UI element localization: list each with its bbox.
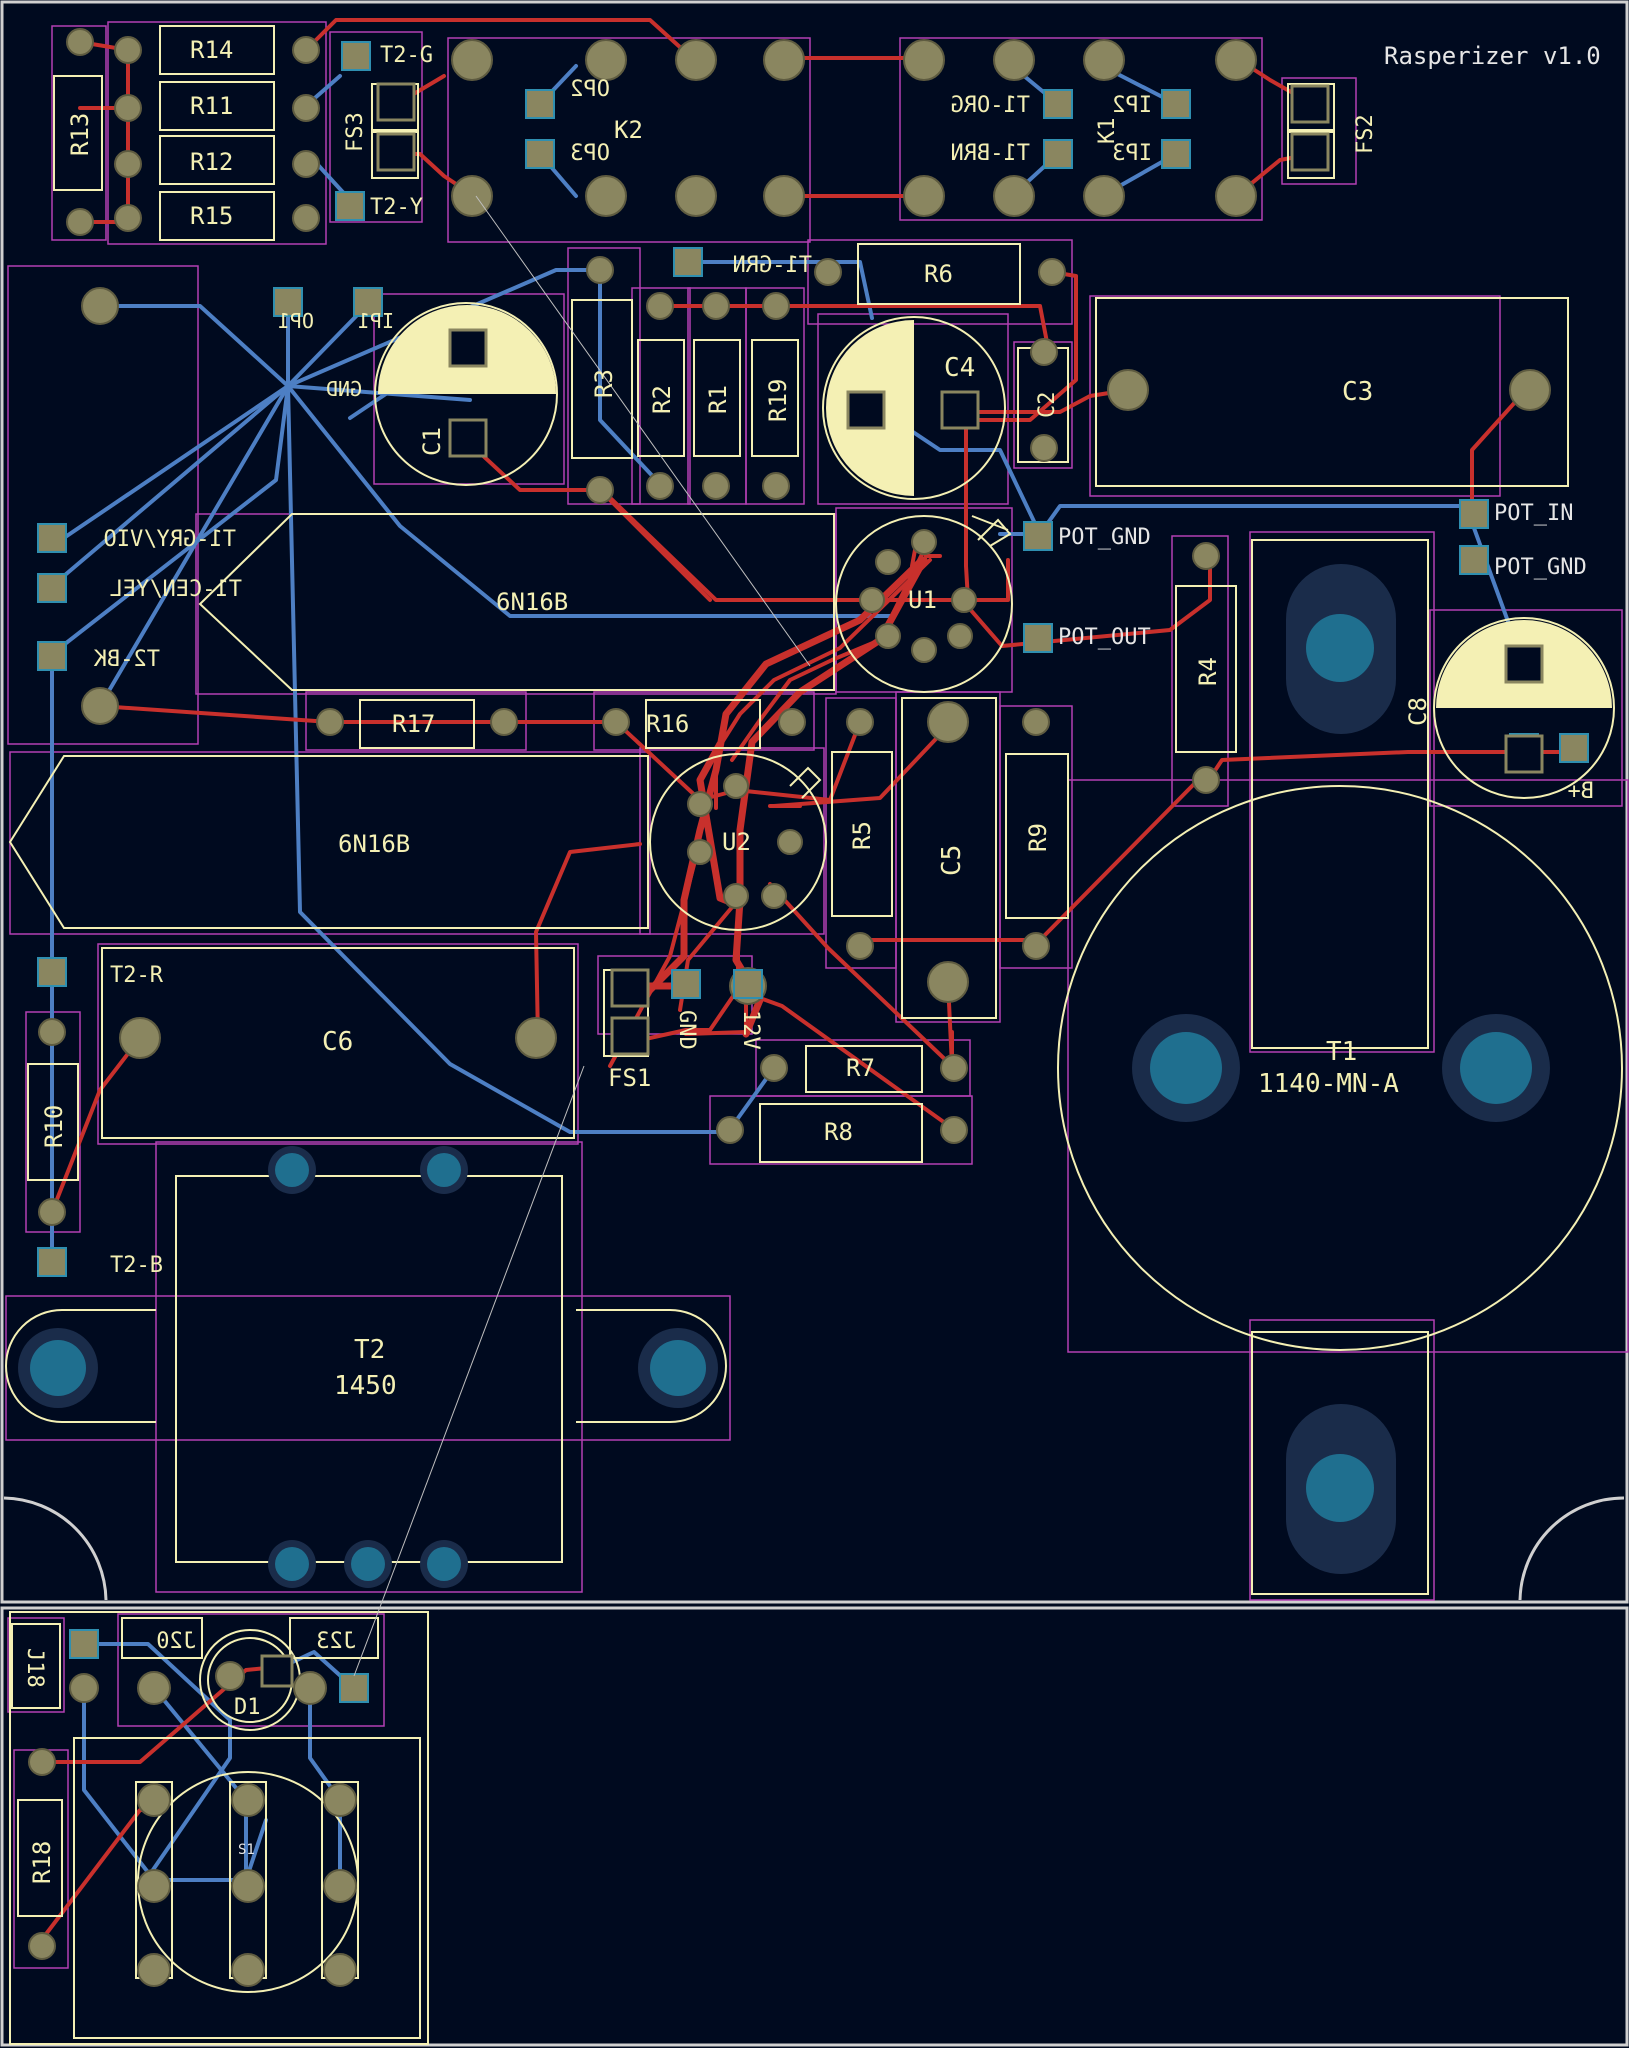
ref-IP1: IP1 xyxy=(358,309,394,333)
ref-C3: C3 xyxy=(1342,377,1373,407)
ref-R19: R19 xyxy=(764,379,792,422)
ref-R4: R4 xyxy=(1194,657,1222,686)
ratsnest xyxy=(353,195,811,1677)
ref-R15: R15 xyxy=(190,202,233,230)
ref-BPLUS: B+ xyxy=(1568,779,1595,804)
ref-T1GRN: T1-GRN xyxy=(733,253,812,278)
ref-T2BK: T2-BK xyxy=(93,647,160,672)
mounting-holes xyxy=(18,564,1550,1588)
ref-IP2: IP2 xyxy=(1112,93,1152,118)
ref-K1: K1 xyxy=(1095,118,1120,145)
ref-OP2: OP2 xyxy=(570,77,610,102)
ref-T1ORG: T1-ORG xyxy=(951,93,1030,118)
ref-C2: C2 xyxy=(1035,392,1060,419)
ref-R10: R10 xyxy=(40,1105,68,1148)
ref-IP3: IP3 xyxy=(1112,141,1152,166)
ref-R12: R12 xyxy=(190,148,233,176)
labels: Rasperizer v1.0 R14 R11 R12 R15 R13 T2-G… xyxy=(22,36,1601,1884)
ref-R7: R7 xyxy=(846,1054,875,1082)
ref-GNDV: GND xyxy=(674,1010,699,1050)
ref-T1: T1 xyxy=(1326,1037,1357,1067)
ref-FS3: FS3 xyxy=(343,112,368,152)
ref-FS2: FS2 xyxy=(1353,114,1378,154)
board-title: Rasperizer v1.0 xyxy=(1384,42,1601,70)
marked-pads xyxy=(260,82,1544,1688)
ref-C6: C6 xyxy=(322,1027,353,1057)
ref-R18: R18 xyxy=(28,1841,56,1884)
ref-J20: J20 xyxy=(156,1629,196,1654)
ref-R3: R3 xyxy=(590,369,618,398)
ref-T2R: T2-R xyxy=(110,963,164,988)
ref-U1: U1 xyxy=(908,586,937,614)
ref-R14: R14 xyxy=(190,36,233,64)
ref-R11: R11 xyxy=(190,92,233,120)
ref-OP3: OP3 xyxy=(570,141,610,166)
ref-C8: C8 xyxy=(1404,697,1432,726)
ref-T1GRY: T1-GRY/VIO xyxy=(104,527,236,552)
ref-R16: R16 xyxy=(646,710,689,738)
ref-T1PART: 1140-MN-A xyxy=(1258,1069,1399,1099)
ref-J23: J23 xyxy=(316,1629,356,1654)
ref-R9: R9 xyxy=(1024,823,1052,852)
ref-U2: U2 xyxy=(722,828,751,856)
ref-POT_IN: POT_IN xyxy=(1494,501,1573,526)
ref-C4: C4 xyxy=(944,353,975,383)
ref-T2PART: 1450 xyxy=(334,1371,397,1401)
ref-OP1: OP1 xyxy=(278,309,314,333)
ref-R1: R1 xyxy=(704,385,732,414)
ref-T2Y: T2-Y xyxy=(370,195,423,220)
ref-J18: J18 xyxy=(22,1648,47,1688)
ref-POT_GND1: POT_GND xyxy=(1058,525,1151,550)
ref-FS1: FS1 xyxy=(608,1064,651,1092)
ref-POT_OUT: POT_OUT xyxy=(1058,625,1151,650)
ref-POT_GND2: POT_GND xyxy=(1494,555,1587,580)
ref-C5: C5 xyxy=(937,845,967,876)
round-pads xyxy=(28,28,1551,1987)
ref-T2B: T2-B xyxy=(110,1253,163,1278)
ref-R6: R6 xyxy=(924,260,953,288)
ref-V12: 12V xyxy=(738,1010,763,1050)
top-copper-traces xyxy=(38,18,1580,1944)
ref-C1: C1 xyxy=(418,427,446,456)
ref-R5: R5 xyxy=(848,821,876,850)
ref-TUBE2: 6N16B xyxy=(338,830,410,858)
ref-T2G: T2-G xyxy=(380,43,433,68)
ref-GND: GND xyxy=(326,377,362,401)
bottom-copper-traces xyxy=(50,64,1524,1882)
ref-K2: K2 xyxy=(614,116,643,144)
courtyard-outlines xyxy=(5,21,1629,1969)
ref-R2: R2 xyxy=(648,385,676,414)
ref-T1CEN: T1-CEN/YEL xyxy=(110,577,242,602)
ref-R8: R8 xyxy=(824,1118,853,1146)
ref-R13: R13 xyxy=(66,113,94,156)
ref-D1: D1 xyxy=(234,1695,261,1720)
ref-R17: R17 xyxy=(392,710,435,738)
ref-S1: S1 xyxy=(238,1842,255,1858)
square-pads xyxy=(37,41,1589,1703)
ref-T2: T2 xyxy=(354,1335,385,1365)
silkscreen-outlines xyxy=(5,25,1623,2045)
ref-TUBE1: 6N16B xyxy=(496,588,568,616)
ref-T1BRN: T1-BRN xyxy=(951,141,1030,166)
